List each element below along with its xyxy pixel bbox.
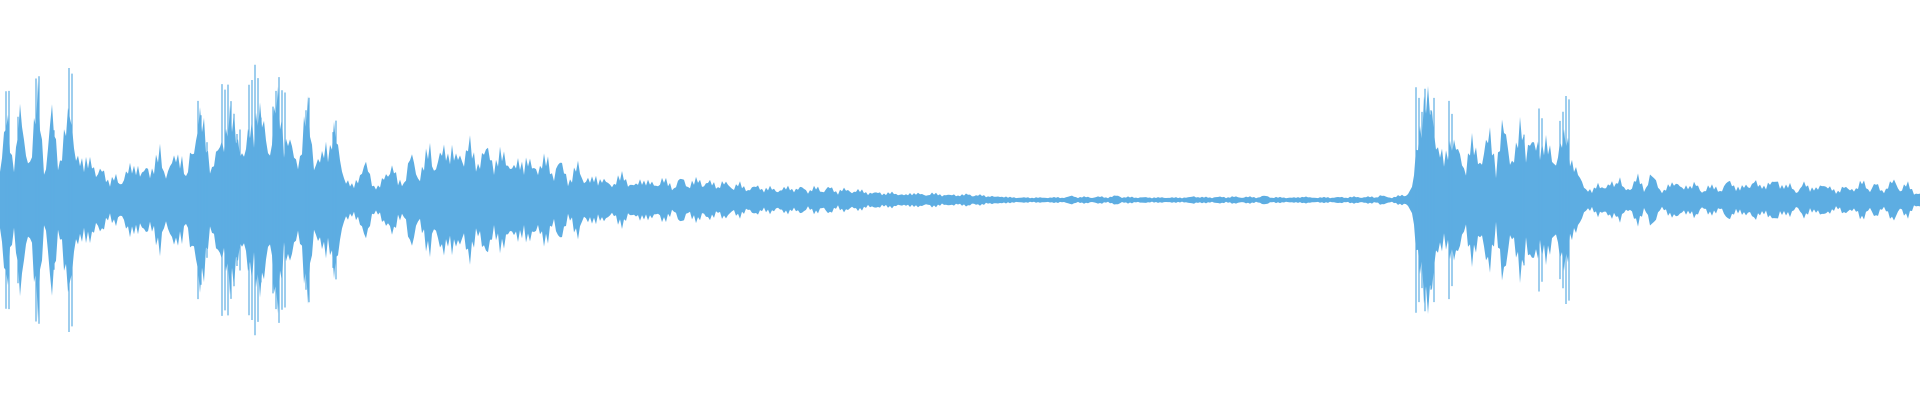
waveform-envelope — [0, 80, 1920, 320]
waveform-bars — [0, 64, 1920, 336]
